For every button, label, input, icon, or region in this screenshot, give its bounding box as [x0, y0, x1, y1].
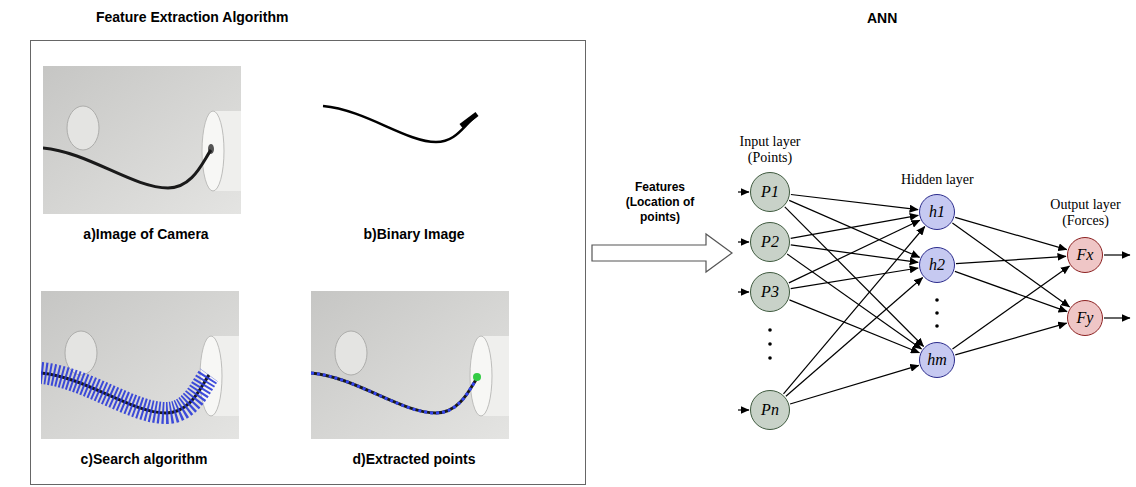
neuron-label: h2: [929, 256, 945, 274]
network-connection: [791, 215, 919, 238]
output-arrows: [1104, 255, 1130, 318]
hidden-neuron: hm: [919, 342, 955, 378]
network-connection: [953, 266, 1070, 349]
hidden-neuron: h2: [919, 247, 955, 283]
ellipsis-dots: [768, 298, 939, 360]
search-photo: [41, 291, 239, 439]
input-neuron: P1: [750, 172, 790, 212]
network-connection: [789, 300, 919, 353]
neuron-label: Fx: [1077, 246, 1094, 264]
network-connection: [789, 220, 920, 283]
extracted-photo: [311, 291, 509, 439]
input-neuron: Pn: [750, 390, 790, 430]
image-panel: d)Extracted points: [311, 291, 517, 467]
image-panel: b)Binary Image: [311, 66, 517, 242]
neuron-label: P2: [761, 233, 779, 251]
binary-image: [311, 66, 509, 214]
neuron-label: P3: [761, 283, 779, 301]
layer-label: Hidden layer: [901, 172, 974, 188]
network-connection: [791, 268, 919, 289]
network-connection: [952, 223, 1069, 307]
network-connection: [789, 200, 919, 257]
network-connection: [787, 254, 921, 349]
camera-photo: [43, 66, 241, 214]
neuron-label: h1: [929, 203, 945, 221]
input-neuron: P3: [750, 272, 790, 312]
arrow-label: Features (Location of points): [608, 180, 712, 225]
output-neuron: Fy: [1067, 300, 1103, 336]
image-caption: a)Image of Camera: [43, 226, 249, 242]
image-caption: b)Binary Image: [311, 226, 517, 242]
input-arrows: [738, 192, 749, 410]
panel-frame: Feature Extraction Algorithm a)Image of …: [30, 40, 586, 485]
image-caption: c)Search algorithm: [41, 451, 247, 467]
panel-title: Feature Extraction Algorithm: [96, 9, 288, 25]
input-neuron: P2: [750, 222, 790, 262]
network-connection: [791, 245, 918, 263]
network-connection: [956, 256, 1066, 263]
network-connection: [955, 323, 1066, 355]
neuron-label: P1: [761, 183, 779, 201]
network-connection: [790, 365, 919, 404]
neuron-label: hm: [927, 351, 947, 369]
neuron-label: Pn: [761, 401, 779, 419]
image-panel: a)Image of Camera: [43, 66, 249, 242]
image-panel: c)Search algorithm: [41, 291, 247, 467]
layer-label: Input layer (Points): [730, 134, 810, 166]
network-connection: [955, 271, 1067, 311]
image-caption: d)Extracted points: [311, 451, 517, 467]
neuron-label: Fy: [1077, 309, 1094, 327]
hollow-arrow: [592, 234, 732, 272]
layer-label: Output layer (Forces): [1043, 197, 1128, 229]
network-connection: [786, 278, 923, 397]
section-title: ANN: [867, 10, 897, 27]
output-neuron: Fx: [1067, 237, 1103, 273]
network-connection: [791, 195, 918, 210]
network-connection: [784, 227, 925, 394]
network-connection: [785, 207, 924, 347]
network-connection: [955, 217, 1067, 249]
hidden-neuron: h1: [919, 194, 955, 230]
